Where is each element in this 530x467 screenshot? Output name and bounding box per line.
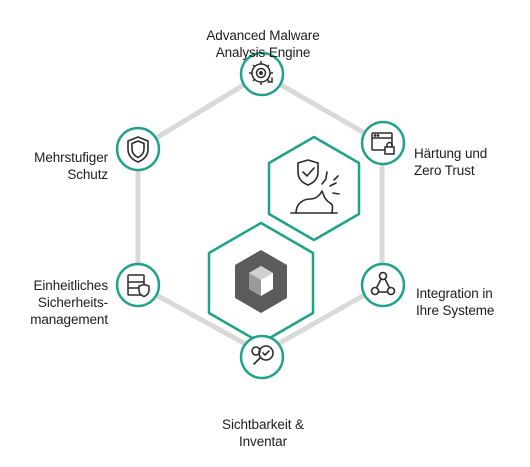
node-protection[interactable] [115, 126, 161, 172]
browser-lock-icon [371, 132, 395, 155]
shield-icon [127, 136, 149, 163]
node-integration[interactable] [360, 262, 406, 308]
database-shield-icon [127, 274, 150, 298]
node-hardening[interactable] [360, 120, 406, 166]
hexagon-diagram [115, 51, 406, 380]
webhook-integration-icon [370, 271, 396, 296]
malware-engine-icon [249, 61, 273, 85]
node-management[interactable] [115, 262, 161, 308]
label-visibility: Sichtbarkeit &Inventar [222, 417, 304, 449]
shield-broken-icon [290, 159, 340, 214]
search-check-icon [251, 345, 274, 365]
cube-logo-icon [235, 250, 287, 313]
node-visibility[interactable] [239, 334, 285, 380]
center-shield-hex [267, 135, 361, 242]
node-malware-engine[interactable] [239, 51, 285, 97]
center-logo-hex [207, 221, 315, 345]
